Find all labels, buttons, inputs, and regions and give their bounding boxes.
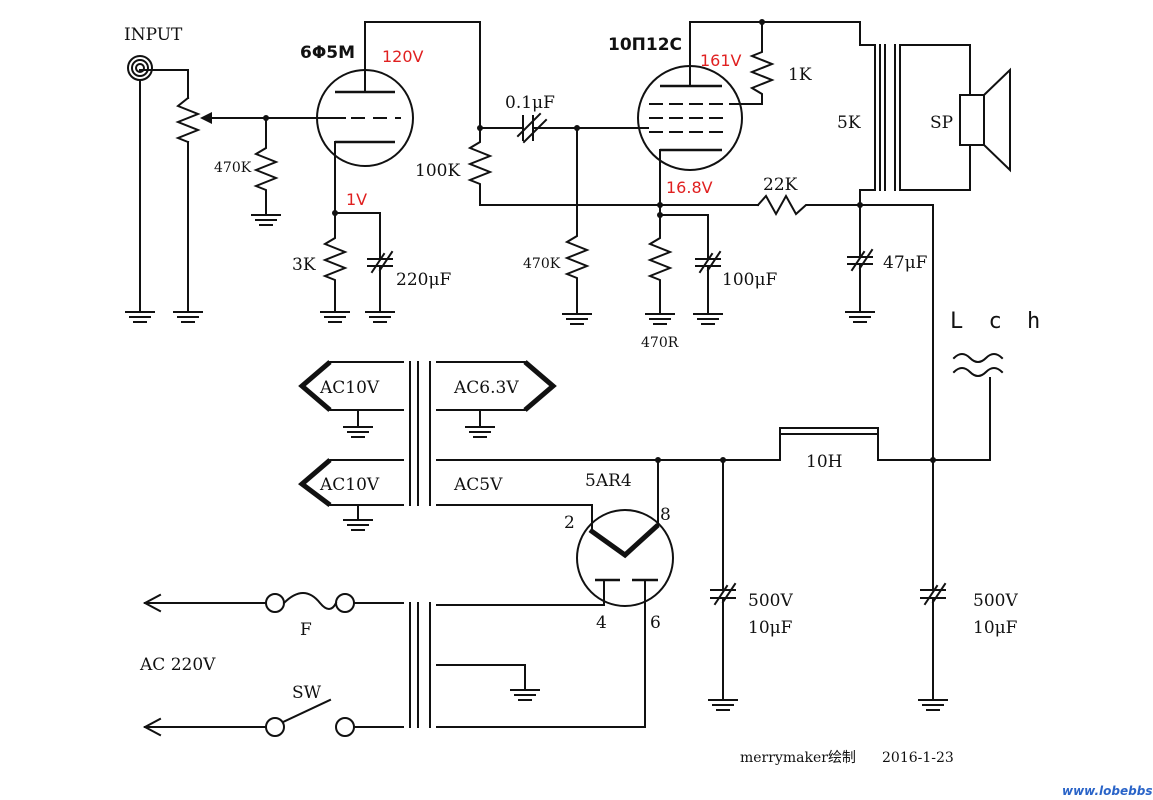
switch-label: SW (292, 683, 322, 703)
heater3-label: AC10V (319, 475, 380, 495)
rect-heater-label: AC5V (453, 475, 503, 495)
rectifier-label: 5AR4 (585, 471, 632, 491)
heater1-label: AC10V (319, 378, 380, 398)
credit-text: merrymaker绘制 (740, 750, 856, 766)
c-cathode2-label: 100μF (722, 270, 777, 290)
heater2-label: AC6.3V (453, 378, 519, 398)
volume-potentiometer (173, 96, 267, 323)
choke-10h (779, 427, 934, 461)
pin8-label: 8 (660, 505, 671, 525)
tube2-cathode-voltage: 16.8V (666, 178, 713, 197)
heater-winding-ac10v-2 (298, 458, 404, 531)
r-cathode1-label: 3K (292, 255, 316, 275)
speaker-label: SP (930, 113, 953, 133)
tube2-10p12s (637, 21, 743, 171)
capacitor-500v-10uf-b (918, 459, 948, 711)
cap-b-voltage-label: 500V (973, 591, 1018, 611)
pin6-label: 6 (650, 613, 661, 633)
pin2-label: 2 (564, 513, 575, 533)
c-cathode1-label: 220μF (396, 270, 451, 290)
heater-winding-ac6-3v (436, 360, 557, 438)
watermark-text: www.lobebbs.com (1062, 784, 1153, 798)
ground-symbol (173, 311, 203, 323)
transformer-center-tap-ground (436, 664, 540, 701)
power-transformer (409, 361, 431, 728)
r-plate1-label: 100K (415, 161, 460, 181)
tube2-plate-voltage: 161V (700, 51, 742, 70)
mains-line (142, 593, 404, 737)
capacitor-500v-10uf-a (708, 459, 738, 711)
tube1-cathode-voltage: 1V (346, 190, 367, 209)
tube2-label: 10П12С (608, 35, 682, 55)
capacitor-0-1uf-coupling (479, 112, 649, 144)
heater-winding-ac10v-1 (298, 360, 404, 438)
rectifier-tube-5ar4 (576, 457, 674, 728)
fuse (265, 592, 355, 613)
date-text: 2016-1-23 (882, 750, 954, 766)
r-screen-label: 1K (788, 65, 812, 85)
power-switch (265, 698, 355, 737)
r-grid2-label: 470K (523, 256, 561, 272)
pin4-label: 4 (596, 613, 607, 633)
output-transformer-label: 5K (837, 113, 861, 133)
capacitor-47uf-filter (845, 204, 875, 323)
c-filter1-label: 47μF (883, 253, 928, 273)
input-label: INPUT (124, 25, 183, 45)
cap-b-value-label: 10μF (973, 618, 1018, 638)
r-feedback-label: 22K (763, 175, 798, 195)
choke-symbol (952, 353, 1004, 377)
resistor-1k-screen (749, 19, 775, 105)
resistor-470k-grid2 (562, 127, 592, 325)
capacitor-100uf-cathode2 (693, 214, 723, 325)
resistor-100k-plate1 (467, 125, 493, 206)
rectifier-heater-winding (436, 459, 659, 523)
tube1-6f5m (316, 21, 414, 214)
resistor-22k-feedback (756, 193, 861, 217)
capacitor-220uf-cathode1 (365, 212, 395, 323)
input-jack (125, 55, 189, 323)
choke-label: 10H (806, 452, 842, 472)
mains-label: AC 220V (139, 655, 216, 675)
c-coupling-label: 0.1μF (505, 93, 555, 113)
r-cathode2-label: 470R (641, 335, 679, 351)
choke-symbol-label: L c h (950, 309, 1046, 334)
ground-symbol (125, 311, 155, 323)
resistor-3k-cathode1 (320, 212, 350, 323)
cap-a-value-label: 10μF (748, 618, 793, 638)
resistor-470r-cathode2 (645, 214, 675, 325)
cap-a-voltage-label: 500V (748, 591, 793, 611)
output-transformer (859, 44, 971, 191)
tube1-label: 6Φ5M (300, 43, 355, 63)
tube1-plate-voltage: 120V (382, 47, 424, 66)
r-grid1-label: 470K (214, 160, 252, 176)
speaker (959, 67, 1011, 173)
fuse-label: F (300, 620, 312, 640)
resistor-470k-grid1 (251, 115, 281, 226)
